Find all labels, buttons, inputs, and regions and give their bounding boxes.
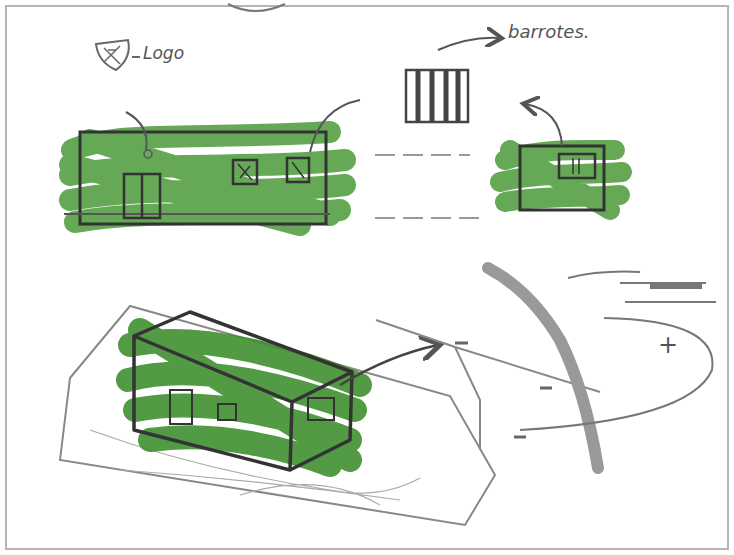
logo-label: Logo: [143, 44, 184, 63]
bars-label: barrotes.: [508, 22, 590, 42]
plus-sign: +: [658, 332, 678, 358]
